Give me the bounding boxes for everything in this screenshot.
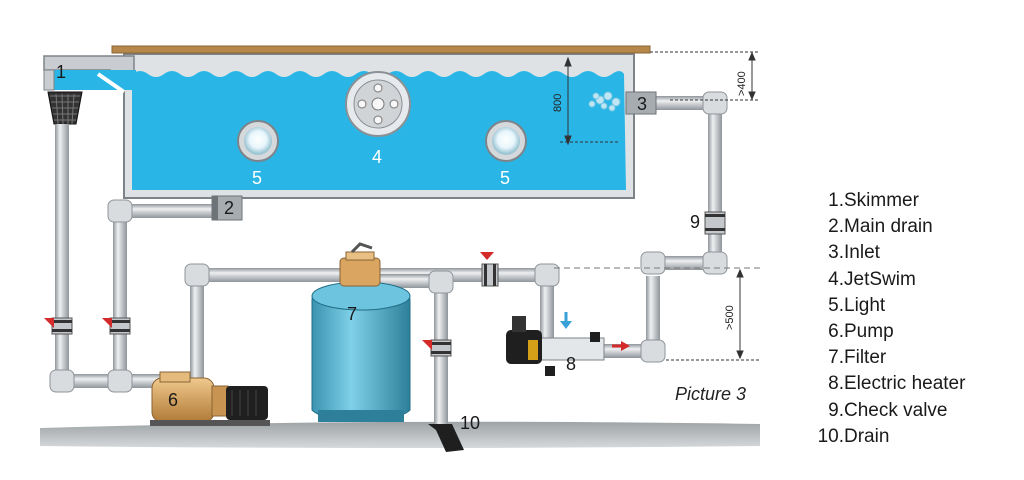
multiport-valve[interactable] (339, 242, 381, 287)
valve-skimmer-line[interactable] (44, 317, 73, 335)
flow-arrow-down (560, 312, 572, 329)
callout-inlet: 3 (637, 94, 647, 114)
drain-outlet (428, 424, 464, 452)
callout-heater: 8 (566, 354, 576, 374)
legend-item: 4.JetSwim (828, 268, 916, 290)
filter (311, 242, 411, 422)
ground (40, 421, 760, 448)
legend-item: 8.Electric heater (828, 373, 966, 395)
pump (150, 371, 270, 426)
callout-jetswim: 4 (372, 147, 382, 167)
pool-deck (111, 45, 651, 54)
callout-light-right: 5 (500, 168, 510, 188)
pump-motor (226, 386, 268, 420)
flow-arrow-right (612, 341, 630, 351)
callout-check-valve: 9 (690, 212, 700, 232)
light-right (485, 120, 527, 162)
skimmer (43, 55, 136, 125)
valve-bypass[interactable] (480, 252, 499, 287)
legend-item: 6.Pump (828, 321, 894, 343)
valve-main-drain-line[interactable] (102, 317, 131, 335)
callout-filter: 7 (347, 304, 357, 324)
water-jet (588, 91, 621, 112)
inlet (588, 91, 657, 115)
legend-item: 9.Check valve (828, 399, 948, 421)
legend-list: 1.Skimmer 2.Main drain 3.Inlet 4.JetSwim… (812, 188, 966, 450)
dimension-label-heater-height: >500 (724, 305, 736, 330)
electric-heater (506, 316, 605, 376)
picture-caption: Picture 3 (675, 384, 747, 404)
legend-item: 10.Drain (817, 425, 890, 447)
legend-item: 5.Light (828, 294, 886, 316)
callout-pump: 6 (168, 390, 178, 410)
dimension-label-water-depth: 800 (552, 94, 564, 112)
jetswim (345, 71, 411, 137)
callout-skimmer: 1 (56, 62, 66, 82)
legend-item: 1.Skimmer (828, 190, 919, 211)
dimension-heater-height (554, 267, 760, 361)
dimension-water-depth (560, 56, 620, 146)
dimension-inlet-height (650, 51, 760, 101)
legend-item: 3.Inlet (828, 242, 880, 264)
dimension-label-inlet-height: >400 (736, 71, 748, 96)
main-drain (211, 195, 243, 221)
check-valve (704, 211, 726, 235)
legend-item: 7.Filter (828, 347, 887, 369)
callout-light-left: 5 (252, 168, 262, 188)
valve-drain-line[interactable] (422, 339, 452, 357)
callout-main-drain: 2 (224, 198, 234, 218)
light-left (237, 120, 279, 162)
callout-drain: 10 (460, 413, 480, 433)
legend-item: 2.Main drain (828, 216, 933, 238)
